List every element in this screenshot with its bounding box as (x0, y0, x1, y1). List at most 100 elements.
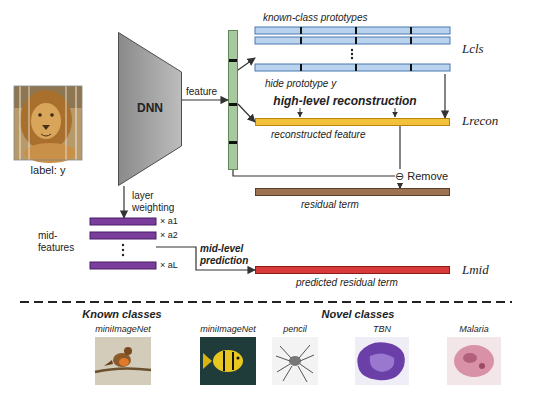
lion-face (31, 103, 61, 139)
cage-bar (75, 86, 77, 160)
predicted-residual-bar: predicted residual term (255, 266, 450, 274)
edge-label: mid-level prediction (200, 243, 258, 267)
node-label: known-class prototypes (263, 12, 368, 24)
reconstructed-bar: reconstructed feature (255, 118, 450, 126)
tissue-blob (370, 353, 395, 372)
vector-tick (355, 37, 357, 44)
residual-bar: residual term (255, 188, 450, 196)
parasite-blob (479, 363, 485, 369)
vector-tick (300, 64, 302, 71)
prototype-bar (255, 64, 450, 71)
flow-arrow (238, 104, 255, 122)
bird-head (124, 347, 132, 355)
lion-nose (42, 125, 50, 130)
spider-legs (276, 345, 314, 382)
annotation-text: Lmid (462, 263, 489, 277)
vector-tick (410, 64, 412, 71)
lion-mouth (41, 134, 51, 136)
tissue-blob (357, 342, 404, 380)
fish-tail (203, 353, 212, 369)
vector-tick (229, 141, 237, 144)
cell-blob (454, 345, 494, 377)
annotation-text: × a1 (160, 215, 178, 227)
vector-tick (355, 64, 357, 71)
vector-tick (410, 27, 412, 34)
malaria-slide (447, 337, 501, 385)
flow-arrow (182, 99, 228, 100)
edge-label: feature (186, 86, 217, 98)
photo-background (272, 337, 318, 385)
flow-arrow (238, 58, 255, 70)
lion-eye (38, 113, 42, 117)
ellipsis-dot (351, 57, 353, 59)
pencil-sketch (272, 337, 318, 385)
vector-tick (355, 27, 357, 34)
down-arrow (300, 108, 301, 117)
photo-background (95, 337, 151, 385)
bird-tail (104, 360, 113, 366)
mid-feature-stack: mid-features (90, 218, 156, 269)
flow-arrow (233, 170, 400, 188)
parasite-blob (463, 353, 477, 363)
node-label: residual term (301, 199, 359, 211)
annotation-text: Novel classes (322, 308, 395, 320)
annotation-text: pencil (283, 323, 307, 335)
annotation-text: hide prototype y (265, 78, 336, 90)
annotation-text: Malaria (459, 323, 489, 335)
prototype-bar (255, 27, 450, 34)
mid-feature-bars (90, 218, 156, 269)
lion-eye (50, 113, 54, 117)
ellipsis-dot (351, 49, 353, 51)
annotation-text: label: y (31, 164, 66, 176)
photo-background (447, 337, 501, 385)
photo-background (355, 337, 409, 385)
vector-tick (229, 59, 237, 62)
node-label: reconstructed feature (271, 129, 366, 141)
ellipsis-dot (122, 244, 124, 246)
ellipsis-dot (122, 254, 124, 256)
node-label: DNN (118, 102, 182, 114)
vector-tick (300, 37, 302, 44)
tbn-slide (355, 337, 409, 385)
node-label: mid-features (38, 230, 80, 254)
mid-feature-bar (90, 262, 156, 269)
mid-feature-bar (90, 232, 156, 239)
prototype-bar (255, 37, 450, 44)
node-label: predicted residual term (296, 277, 398, 289)
lion-mane (20, 90, 72, 150)
down-arrow (395, 108, 396, 117)
cage-bar (65, 86, 67, 160)
cage-bar (28, 86, 30, 160)
ellipsis-dot (351, 53, 353, 55)
bird-breast (119, 358, 129, 366)
fish-stripe (223, 351, 225, 371)
annotation-text: high-level reconstruction (273, 94, 416, 108)
trapezoid-outline (119, 33, 182, 186)
vector-tick (300, 27, 302, 34)
photo-frame (14, 86, 82, 160)
annotation-text: Lrecon (462, 114, 498, 128)
fish-stripe (232, 352, 234, 370)
vector-tick (410, 37, 412, 44)
network-trapezoid: DNN (118, 32, 182, 186)
fish-photo (200, 337, 256, 385)
bird-body (113, 353, 131, 367)
mid-feature-bar (90, 218, 156, 225)
edge-label: ⊖ Remove (395, 169, 448, 183)
annotation-text: TBN (373, 323, 391, 335)
branch (95, 368, 151, 372)
separator-line (20, 301, 512, 303)
fish-body (213, 350, 243, 372)
cage-bar (19, 86, 21, 160)
flow-arrow (444, 74, 445, 118)
edge-label: layer weighting (132, 190, 187, 214)
prototype-bars (255, 27, 450, 71)
bird-photo (95, 337, 151, 385)
vector-tick (229, 103, 237, 106)
feature-vector (228, 30, 238, 170)
annotation-text: miniImageNet (95, 323, 151, 335)
flow-arrow (123, 186, 124, 218)
